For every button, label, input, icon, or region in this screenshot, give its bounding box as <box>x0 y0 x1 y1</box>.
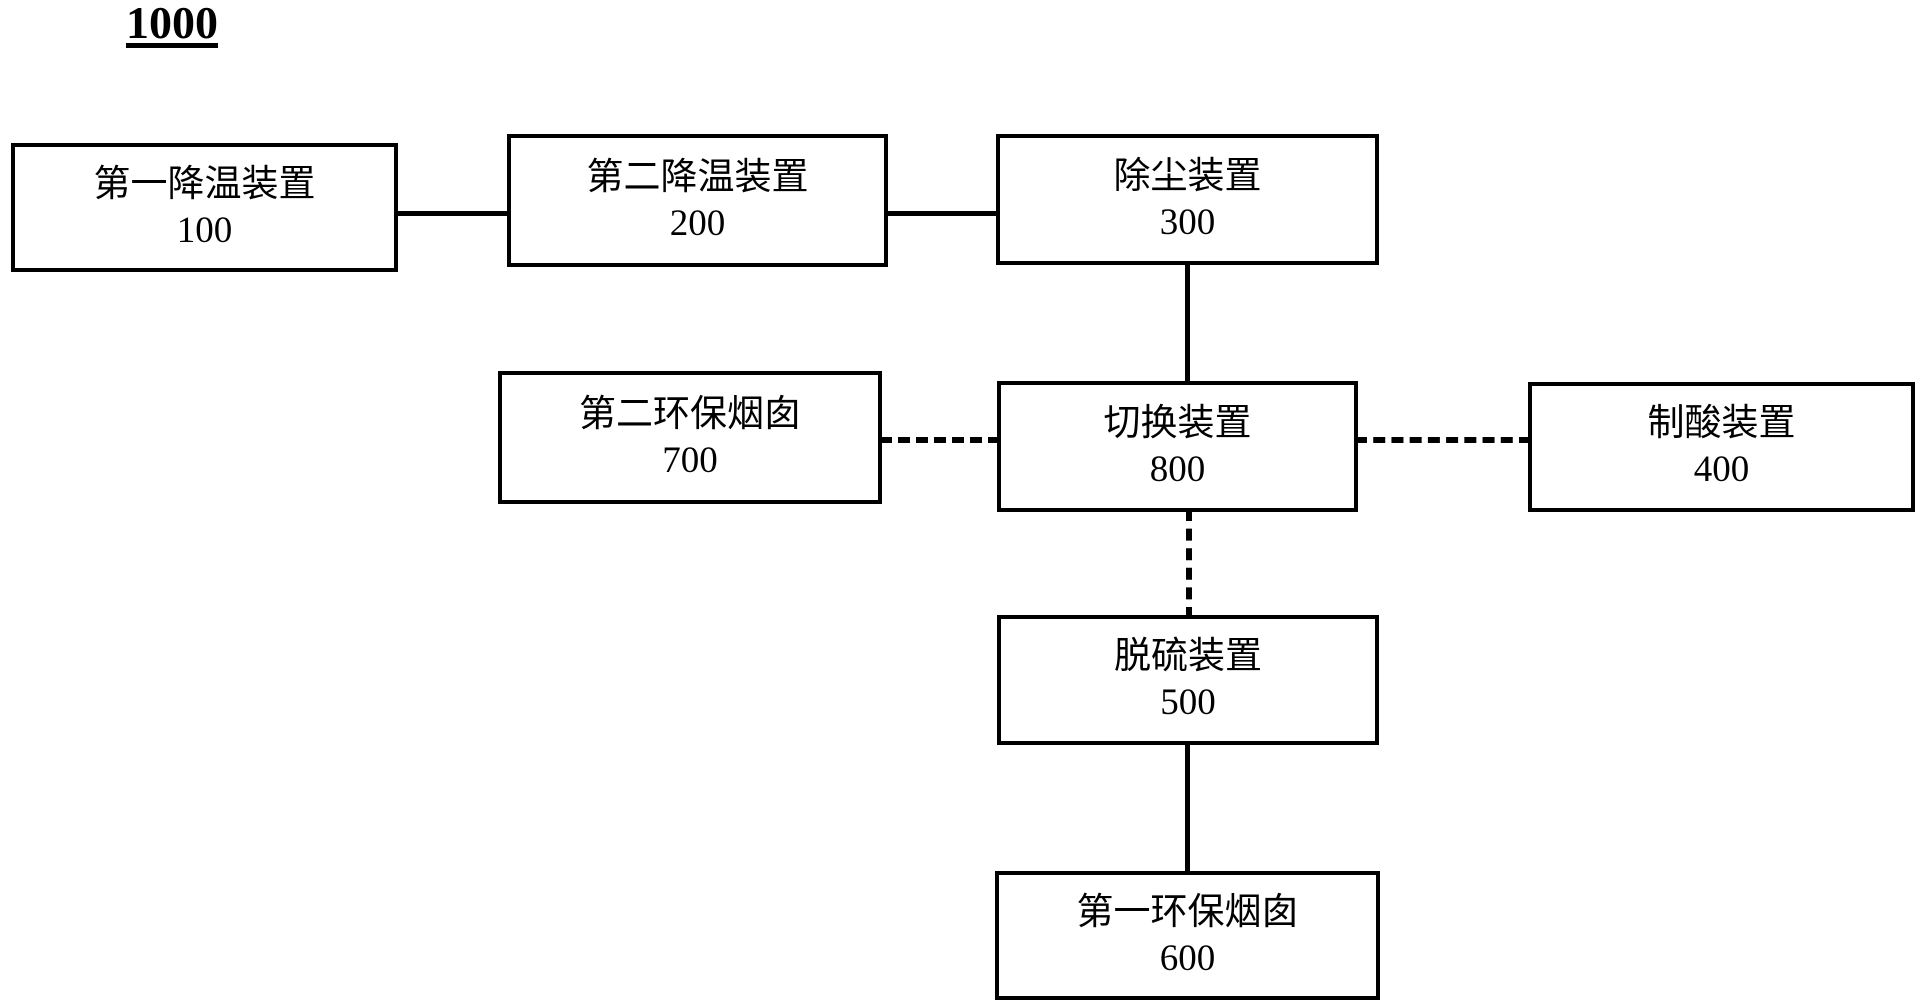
block-label: 第一降温装置 <box>93 163 316 205</box>
block-label: 第一环保烟囱 <box>1076 891 1299 933</box>
block-switching-device[interactable]: 切换装置 800 <box>997 381 1358 512</box>
block-first-cooling-device[interactable]: 第一降温装置 100 <box>11 143 398 272</box>
block-reference-number: 600 <box>1159 937 1216 979</box>
block-label: 第二环保烟囱 <box>579 393 801 435</box>
connector-500-to-600 <box>1185 742 1190 875</box>
connector-100-to-200 <box>395 211 510 216</box>
block-acid-making-device[interactable]: 制酸装置 400 <box>1528 382 1915 512</box>
connector-800-to-500 <box>1186 509 1192 619</box>
block-reference-number: 300 <box>1159 201 1216 243</box>
connector-300-to-800 <box>1185 263 1190 383</box>
block-reference-number: 700 <box>662 439 718 481</box>
block-label: 除尘装置 <box>1113 155 1262 197</box>
block-reference-number: 400 <box>1693 449 1750 490</box>
connector-800-to-400 <box>1355 437 1531 443</box>
block-label: 第二降温装置 <box>586 156 809 198</box>
block-desulfurization-device[interactable]: 脱硫装置 500 <box>997 615 1379 745</box>
block-second-environmental-chimney[interactable]: 第二环保烟囱 700 <box>498 371 882 504</box>
block-reference-number: 800 <box>1149 448 1206 490</box>
block-label: 制酸装置 <box>1647 403 1796 444</box>
connector-700-to-800 <box>880 437 1000 443</box>
block-reference-number: 200 <box>669 202 726 244</box>
block-reference-number: 500 <box>1160 682 1216 723</box>
block-reference-number: 100 <box>176 209 233 251</box>
block-label: 脱硫装置 <box>1114 636 1262 677</box>
connector-200-to-300 <box>885 211 999 216</box>
block-dust-removal-device[interactable]: 除尘装置 300 <box>996 134 1379 265</box>
figure-number-label: 1000 <box>126 0 218 48</box>
block-label: 切换装置 <box>1103 402 1252 444</box>
block-second-cooling-device[interactable]: 第二降温装置 200 <box>507 134 888 267</box>
block-first-environmental-chimney[interactable]: 第一环保烟囱 600 <box>995 871 1380 1000</box>
